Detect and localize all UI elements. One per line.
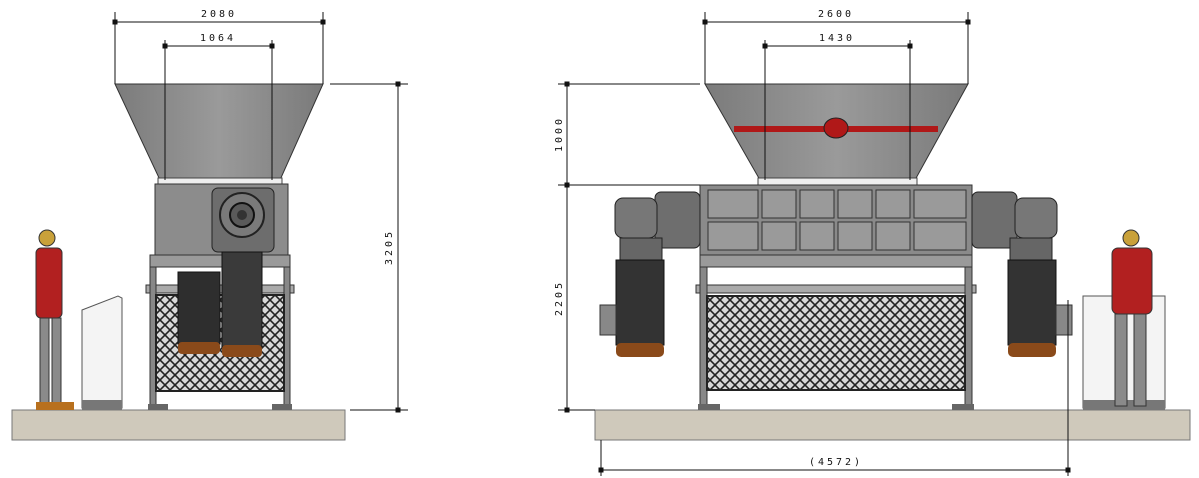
right-drive: [971, 191, 1073, 357]
floor-base: [594, 409, 1191, 441]
left-drive: [599, 191, 701, 357]
hopper: [114, 83, 324, 181]
left-view: 2080 1064 3205: [11, 9, 408, 441]
dim-overall-width: 2600: [818, 9, 854, 20]
dim-overall-height: 3205: [384, 229, 395, 265]
dim-total-length: (4572): [809, 457, 863, 468]
floor-base: [11, 409, 346, 441]
frame: [699, 254, 973, 268]
dim-machine-height: 2205: [554, 280, 565, 316]
motor: [177, 251, 263, 357]
control-cabinet: [81, 295, 123, 410]
frame: [149, 254, 291, 268]
safety-cage: [706, 295, 966, 391]
operator-figure: [35, 229, 74, 410]
cutting-chamber: [699, 184, 973, 256]
right-view: 2600 1430 1000 2205 (4572): [554, 9, 1191, 476]
operator-figure: [1111, 229, 1153, 407]
dim-inlet-width: 1064: [200, 33, 236, 44]
gearbox: [211, 187, 275, 253]
dim-inlet-width: 1430: [819, 33, 855, 44]
logo-emblem: [823, 117, 849, 139]
dim-hopper-height: 1000: [554, 116, 565, 152]
dim-overall-width: 2080: [201, 9, 237, 20]
